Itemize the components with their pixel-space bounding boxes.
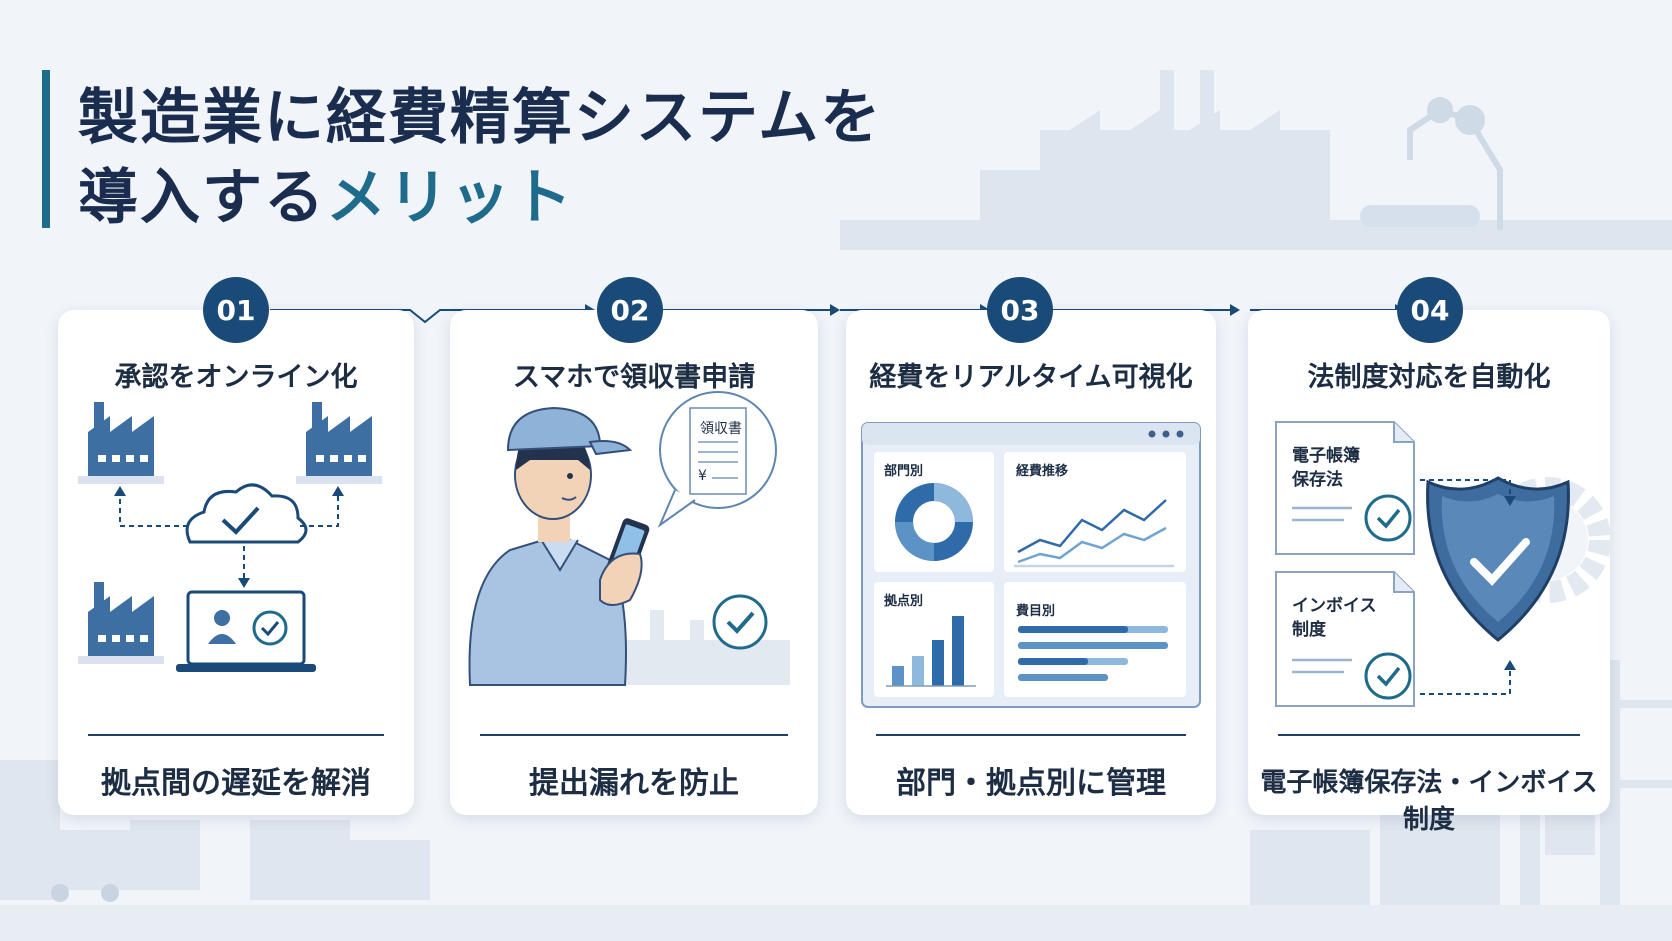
step-footer-01: 拠点間の遅延を解消 — [101, 766, 371, 801]
worker-illustration — [468, 406, 650, 686]
factory-icon — [78, 402, 164, 484]
step-footer-03: 部門・拠点別に管理 — [896, 766, 1166, 801]
receipt-currency: ¥ — [698, 468, 707, 484]
dashboard-label-category: 費目別 — [1016, 604, 1056, 619]
step-number-03: 03 — [987, 277, 1053, 343]
factory-background-illustration — [840, 70, 1672, 250]
document-icon — [1275, 421, 1415, 555]
card-divider — [1278, 734, 1580, 736]
document-label-invoice: インボイス 制度 — [1292, 596, 1377, 640]
step-card-02: スマホで領収書申請 — [450, 310, 818, 815]
donut-chart-icon — [895, 483, 973, 561]
robot-arm-illustration — [1407, 97, 1503, 230]
step-card-04: 法制度対応を自動化 — [1248, 310, 1610, 835]
step-number-04: 04 — [1397, 277, 1463, 343]
step-heading-03: 経費をリアルタイム可視化 — [869, 362, 1193, 393]
title-accent-bar — [42, 70, 50, 228]
dashboard-label-site: 拠点別 — [884, 594, 924, 609]
step-card-03: 経費をリアルタイム可視化 — [846, 310, 1216, 815]
factory-icon — [78, 582, 164, 664]
title-line-2: 導入するメリット — [78, 163, 574, 233]
online-approval-illustration — [78, 402, 382, 672]
dashboard-label-trend: 経費推移 — [1016, 464, 1069, 479]
check-circle-icon — [712, 594, 768, 650]
receipt-speech-bubble — [657, 391, 777, 528]
step-number-01: 01 — [203, 277, 269, 343]
smartphone-receipt-illustration — [468, 391, 790, 686]
horizontal-bar-icon — [1018, 626, 1168, 681]
warehouse-background-illustration — [0, 760, 430, 902]
page-title: 製造業に経費精算システムを 導入するメリット — [78, 78, 882, 238]
receipt-title: 領収書 — [700, 421, 742, 437]
bar-chart-icon — [886, 616, 976, 687]
step-number-02: 02 — [597, 277, 663, 343]
step-heading-01: 承認をオンライン化 — [114, 362, 358, 393]
step-footer-04: 電子帳簿保存法・インボイス制度 — [1260, 768, 1598, 835]
laptop-icon — [176, 590, 316, 672]
step-footer-02: 提出漏れを防止 — [529, 766, 739, 801]
cloud-check-icon — [185, 483, 308, 544]
dashboard-illustration — [861, 422, 1201, 708]
document-icon — [1275, 571, 1415, 707]
compliance-illustration — [1275, 421, 1610, 707]
document-label-ebook-law: 電子帳簿 保存法 — [1292, 446, 1360, 490]
step-heading-04: 法制度対応を自動化 — [1307, 362, 1551, 393]
dashboard-label-department: 部門別 — [884, 464, 924, 479]
shield-check-icon — [1426, 476, 1570, 642]
card-divider — [876, 734, 1186, 736]
step-card-01: 承認をオンライン化 — [58, 310, 414, 815]
title-accent-text: メリット — [326, 163, 574, 233]
line-chart-icon — [1014, 499, 1174, 568]
step-heading-02: スマホで領収書申請 — [512, 362, 756, 393]
title-line-1: 製造業に経費精算システムを — [78, 83, 883, 153]
card-divider — [480, 734, 788, 736]
card-divider — [88, 734, 384, 736]
factory-icon — [296, 402, 382, 484]
